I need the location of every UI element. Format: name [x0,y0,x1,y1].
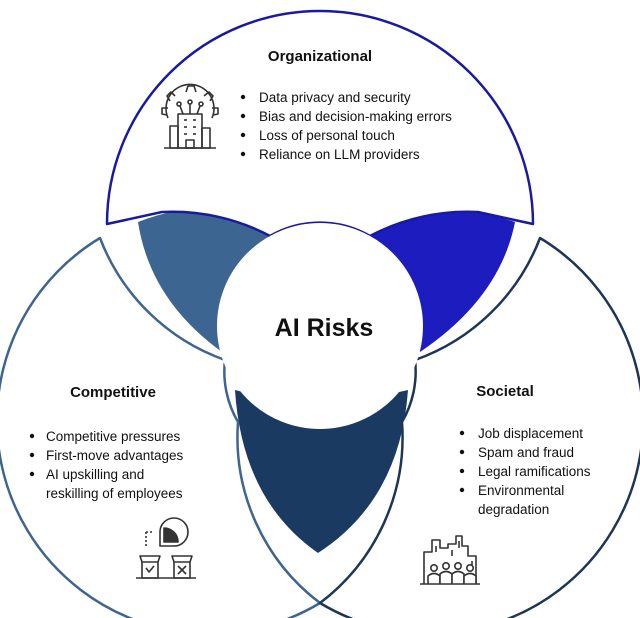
overlap-competitive-societal [235,390,408,553]
bullet-dot [459,487,465,493]
competitive-title: Competitive [70,384,156,401]
center-circle [217,223,423,429]
societal-title: Societal [476,383,534,400]
city-people-icon [420,535,480,585]
bullet-dot [240,151,246,157]
societal-bullet-list: Job displacement Spam and fraud Legal ra… [459,426,591,517]
competitive-bullet-3: AI upskilling and [46,467,144,482]
bullet-dot [459,449,465,455]
organizational-bullet-2: Bias and decision-making errors [259,109,452,124]
competitive-bullet-3-continued: reskilling of employees [46,486,183,501]
competitive-bullet-1: Competitive pressures [46,429,181,444]
organizational-circle [105,9,535,238]
bullet-dot [459,430,465,436]
bullet-dot [240,94,246,100]
bullet-dot [29,433,35,439]
organizational-title: Organizational [268,48,372,65]
bullet-dot [240,132,246,138]
market-stalls-chart-icon [136,517,196,579]
bullet-dot [240,113,246,119]
organizational-bullet-4: Reliance on LLM providers [259,147,420,162]
center-label: AI Risks [275,314,374,342]
bullet-dot [29,471,35,477]
competitive-bullet-2: First-move advantages [46,448,184,463]
organizational-bullet-list: Data privacy and security Bias and decis… [240,90,452,162]
bullet-dot [459,468,465,474]
societal-bullet-3: Legal ramifications [478,464,591,479]
societal-bullet-2: Spam and fraud [478,445,574,460]
ai-building-gear-icon [161,83,219,149]
societal-bullet-4: Environmental [478,483,564,498]
competitive-bullet-list: Competitive pressures First-move advanta… [29,429,184,501]
societal-bullet-1: Job displacement [478,426,583,441]
societal-bullet-4-continued: degradation [478,502,549,517]
bullet-dot [29,452,35,458]
organizational-bullet-3: Loss of personal touch [259,128,395,143]
organizational-bullet-1: Data privacy and security [259,90,411,105]
